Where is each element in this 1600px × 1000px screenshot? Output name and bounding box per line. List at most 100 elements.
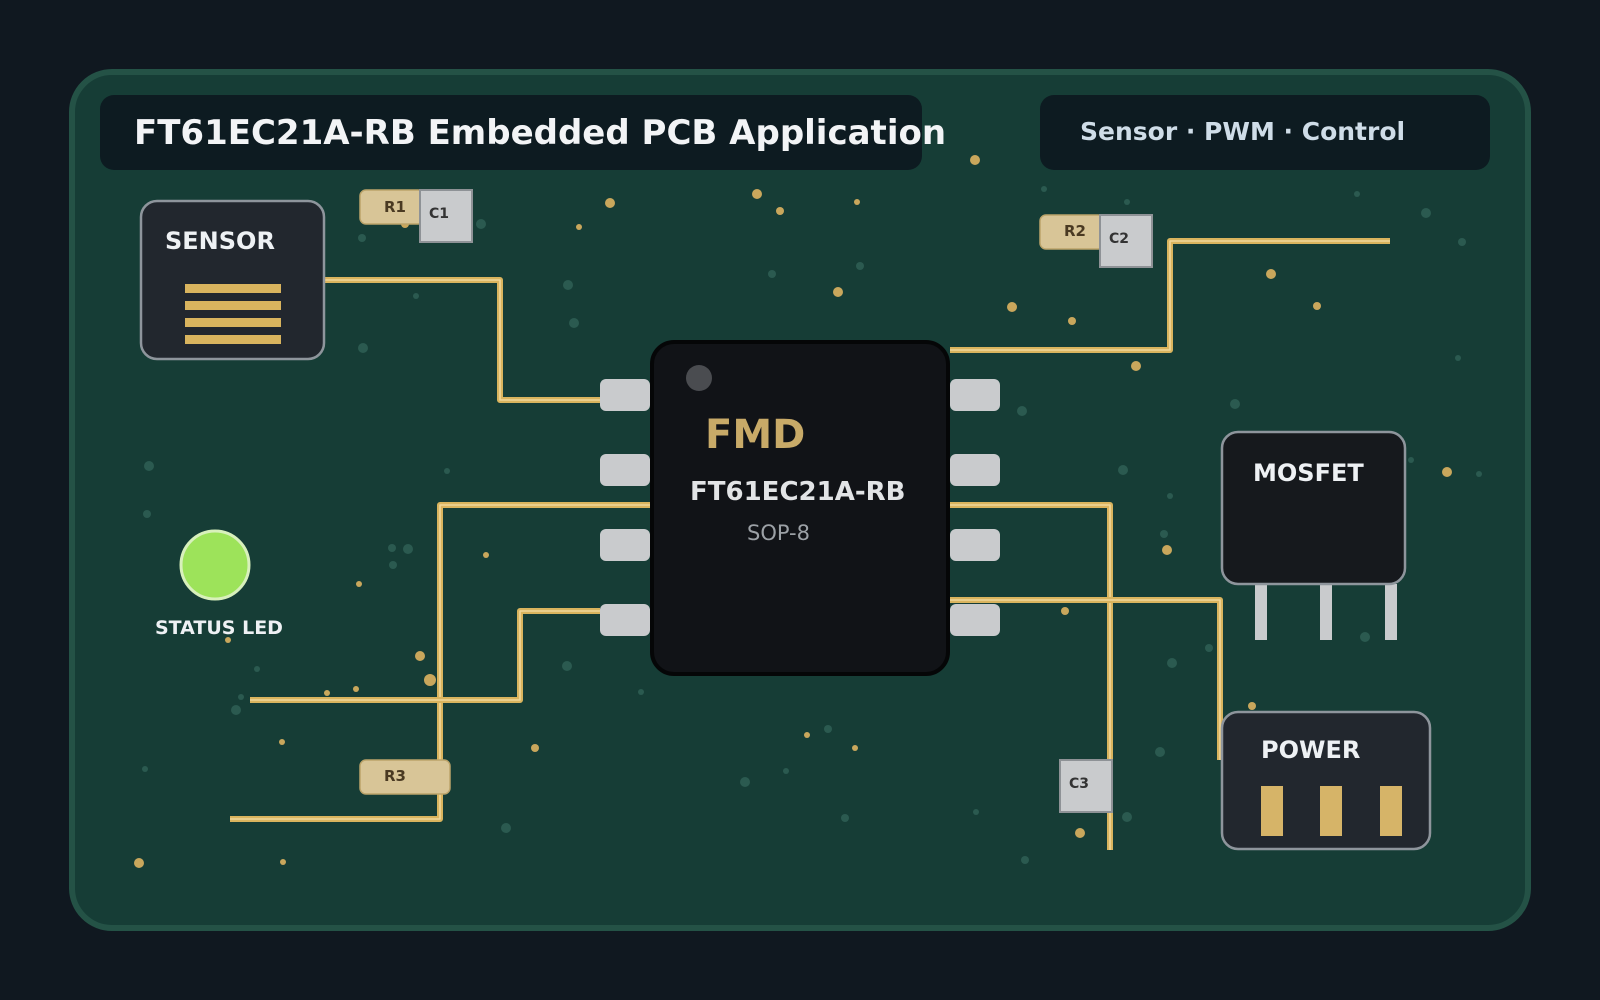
board-speck xyxy=(833,287,843,297)
chip-pads-right xyxy=(950,379,1000,636)
board-speck xyxy=(1017,406,1027,416)
board-title: FT61EC21A-RB Embedded PCB Application xyxy=(134,113,946,153)
status-led xyxy=(179,529,251,601)
chip-pad xyxy=(950,529,1000,561)
board-speck xyxy=(142,766,148,772)
board-speck xyxy=(569,318,579,328)
resistor-r1-label: R1 xyxy=(384,198,406,216)
chip-pads-left xyxy=(600,379,650,636)
sensor-grid-line xyxy=(185,335,281,344)
board-speck xyxy=(358,343,368,353)
board-speck xyxy=(783,768,789,774)
sensor-module: SENSOR xyxy=(139,199,326,361)
board-speck xyxy=(1266,269,1276,279)
board-speck xyxy=(824,725,832,733)
board-speck xyxy=(353,686,359,692)
board-speck xyxy=(1068,317,1076,325)
board-speck xyxy=(576,224,582,230)
board-speck xyxy=(740,777,750,787)
board-speck xyxy=(1007,302,1017,312)
board-speck xyxy=(1075,828,1085,838)
board-speck xyxy=(324,690,330,696)
board-speck xyxy=(852,745,858,751)
board-specks xyxy=(134,155,1482,868)
sensor-grid-line xyxy=(185,301,281,310)
mosfet-label: MOSFET xyxy=(1253,459,1364,487)
board-speck xyxy=(768,270,776,278)
mosfet-leg xyxy=(1320,584,1332,640)
board-speck xyxy=(413,293,419,299)
board-speck xyxy=(1458,238,1466,246)
board-speck xyxy=(531,744,539,752)
power-label: POWER xyxy=(1261,736,1360,764)
chip-part-number: FT61EC21A-RB xyxy=(690,477,905,507)
chip-pad xyxy=(950,454,1000,486)
board-speck xyxy=(476,219,486,229)
chip-pad xyxy=(600,379,650,411)
board-speck xyxy=(483,552,489,558)
board-speck xyxy=(403,544,413,554)
board-speck xyxy=(1167,493,1173,499)
sensor-grid-line xyxy=(185,318,281,327)
board-speck xyxy=(389,561,397,569)
capacitor-c2 xyxy=(1099,214,1153,268)
board-speck xyxy=(1476,471,1482,477)
board-speck xyxy=(1124,199,1130,205)
capacitor-c1 xyxy=(419,189,473,243)
power-connector: POWER xyxy=(1220,710,1432,851)
chip-brand: FMD xyxy=(705,412,805,458)
board-speck xyxy=(1131,361,1141,371)
board-speck xyxy=(752,189,762,199)
chip-pad xyxy=(950,604,1000,636)
copper-traces xyxy=(230,238,1390,850)
board-speck xyxy=(1408,457,1414,463)
title-panel xyxy=(100,95,922,170)
board-speck xyxy=(144,461,154,471)
mcu-chip: FMD FT61EC21A-RB SOP-8 xyxy=(650,340,950,676)
board-speck xyxy=(444,468,450,474)
board-speck xyxy=(358,234,366,242)
board-speck xyxy=(1021,856,1029,864)
chip-pad xyxy=(600,529,650,561)
board-speck xyxy=(1205,644,1213,652)
board-speck xyxy=(841,814,849,822)
board-speck xyxy=(225,637,231,643)
power-pin xyxy=(1320,786,1342,836)
board-speck xyxy=(1360,632,1370,642)
capacitor-c3-label: C3 xyxy=(1069,776,1089,792)
board-speck xyxy=(1061,607,1069,615)
mosfet-leg xyxy=(1255,584,1267,640)
board-speck xyxy=(776,207,784,215)
mosfet-leg xyxy=(1385,584,1397,640)
resistor-r2-label: R2 xyxy=(1064,222,1086,240)
board-speck xyxy=(562,661,572,671)
board-speck xyxy=(1122,812,1132,822)
board-subtitle: Sensor · PWM · Control xyxy=(1080,117,1405,146)
power-pin xyxy=(1261,786,1283,836)
capacitor-c3 xyxy=(1059,759,1113,813)
board-speck xyxy=(563,280,573,290)
mosfet-body xyxy=(1220,430,1407,586)
board-speck xyxy=(143,510,151,518)
chip-body xyxy=(650,340,950,676)
board-speck xyxy=(1421,208,1431,218)
board-speck xyxy=(1118,465,1128,475)
board-speck xyxy=(854,199,860,205)
subtitle-panel xyxy=(1040,95,1490,170)
status-led-label: STATUS LED xyxy=(155,617,283,639)
board-speck xyxy=(501,823,511,833)
board-speck xyxy=(856,262,864,270)
board-speck xyxy=(1354,191,1360,197)
board-speck xyxy=(1455,355,1461,361)
capacitor-c1-label: C1 xyxy=(429,206,449,222)
power-pin xyxy=(1380,786,1402,836)
board-speck xyxy=(280,859,286,865)
board-speck xyxy=(973,809,979,815)
sensor-label: SENSOR xyxy=(165,227,275,255)
sensor-grid-line xyxy=(185,284,281,293)
board-speck xyxy=(279,739,285,745)
board-speck xyxy=(605,198,615,208)
board-speck xyxy=(231,705,241,715)
mosfet-component: MOSFET xyxy=(1220,430,1407,640)
